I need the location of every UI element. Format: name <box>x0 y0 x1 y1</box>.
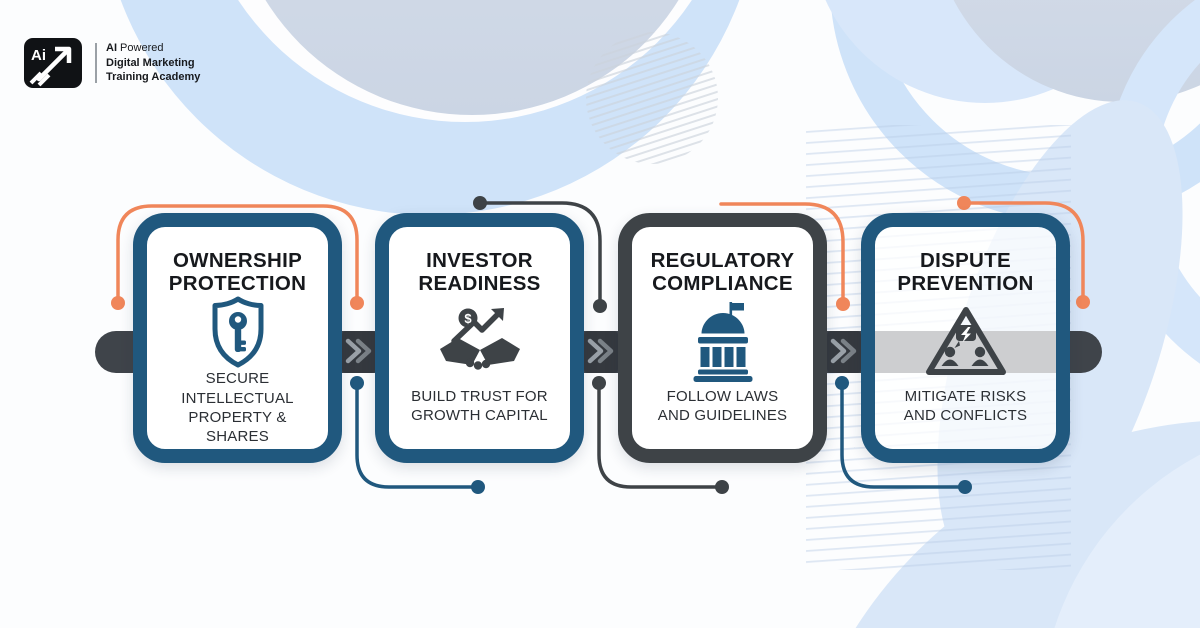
card-investor-readiness: INVESTOR READINESS $ BUILD TRUST FOR GRO… <box>375 213 584 463</box>
conflict-warning-icon <box>922 295 1010 386</box>
brand-name-line2: Training Academy <box>106 71 201 84</box>
background-blob-bottom-right-light <box>1054 454 1200 628</box>
handshake-growth-icon: $ <box>434 295 526 386</box>
card-ownership-protection: OWNERSHIP PROTECTION SECURE INTELLECTUAL… <box>133 213 342 463</box>
background-circle-top-right-2 <box>953 0 1200 102</box>
shield-key-icon <box>206 295 270 369</box>
background-circle-gap <box>238 0 692 122</box>
hatch-texture-top <box>586 32 718 164</box>
brand-tagline: AI Powered <box>106 42 164 55</box>
logo-mark: Ai <box>24 38 82 88</box>
brand-name-line1: Digital Marketing <box>106 56 195 69</box>
background-ring-right-edge <box>1105 0 1200 364</box>
brand-logo: Ai AI Powered Digital Marketing Training… <box>24 38 200 88</box>
background-circle-top-right-1 <box>825 0 1145 103</box>
dollar-badge: $ <box>464 311 472 326</box>
card-title: REGULATORY COMPLIANCE <box>650 249 795 296</box>
card-subtitle: FOLLOW LAWS AND GUIDELINES <box>657 387 788 424</box>
government-building-icon <box>685 295 761 386</box>
logo-divider <box>95 43 97 83</box>
background-ring-top-right <box>830 0 1200 222</box>
background-circle-top-center <box>120 0 740 215</box>
card-regulatory-compliance: REGULATORY COMPLIANCE FOLLOW LAWS AND GU… <box>618 213 827 463</box>
background-disc-top-center <box>265 0 679 115</box>
brand-name: AI Powered Digital Marketing Training Ac… <box>106 41 200 85</box>
logo-mark-text: Ai <box>31 47 46 64</box>
card-title: OWNERSHIP PROTECTION <box>168 249 307 296</box>
card-title: INVESTOR READINESS <box>418 249 541 296</box>
card-dispute-prevention: DISPUTE PREVENTION MITIGATE RISKS AND CO… <box>861 213 1070 463</box>
card-subtitle: SECURE INTELLECTUAL PROPERTY & SHARES <box>181 370 294 445</box>
card-subtitle: BUILD TRUST FOR GROWTH CAPITAL <box>411 387 548 424</box>
card-title: DISPUTE PREVENTION <box>897 249 1034 296</box>
card-subtitle: MITIGATE RISKS AND CONFLICTS <box>903 387 1028 424</box>
